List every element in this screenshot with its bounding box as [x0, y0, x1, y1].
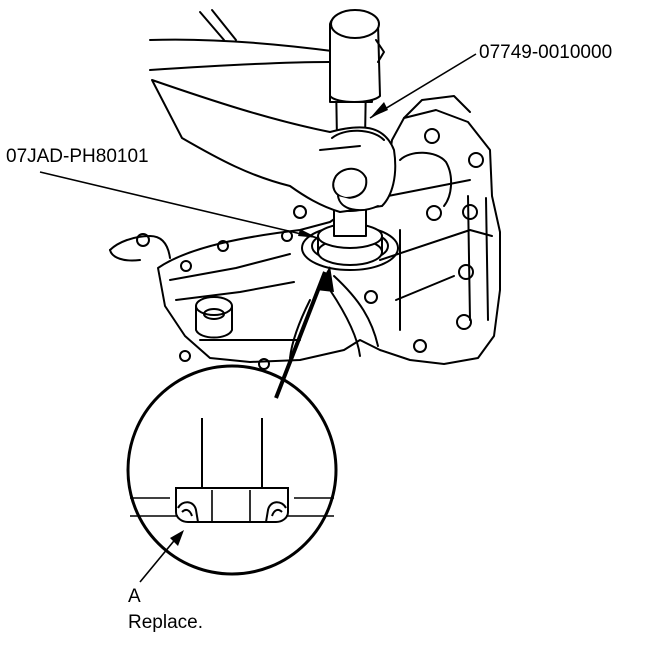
- leader-attachment: [39, 171, 319, 239]
- label-driver-part-number: 07749-0010000: [479, 42, 613, 63]
- label-attachment-part-number: 07JAD-PH80101: [6, 146, 149, 167]
- leader-part-a: [139, 535, 179, 583]
- arrow-part-a: [170, 530, 184, 546]
- detail-circle: [126, 364, 338, 576]
- arrow-attachment: [298, 229, 318, 238]
- installer-attachment: [317, 200, 383, 266]
- leader-driver: [369, 53, 477, 119]
- label-part-letter: A: [128, 586, 141, 607]
- arrow-driver: [370, 102, 388, 118]
- leader-lines: [39, 53, 477, 583]
- detail-pointer-arrow: [274, 266, 334, 399]
- hand: [151, 79, 397, 213]
- hammer: [149, 9, 385, 103]
- label-part-note: Replace.: [128, 612, 203, 633]
- transmission-case: [109, 95, 501, 370]
